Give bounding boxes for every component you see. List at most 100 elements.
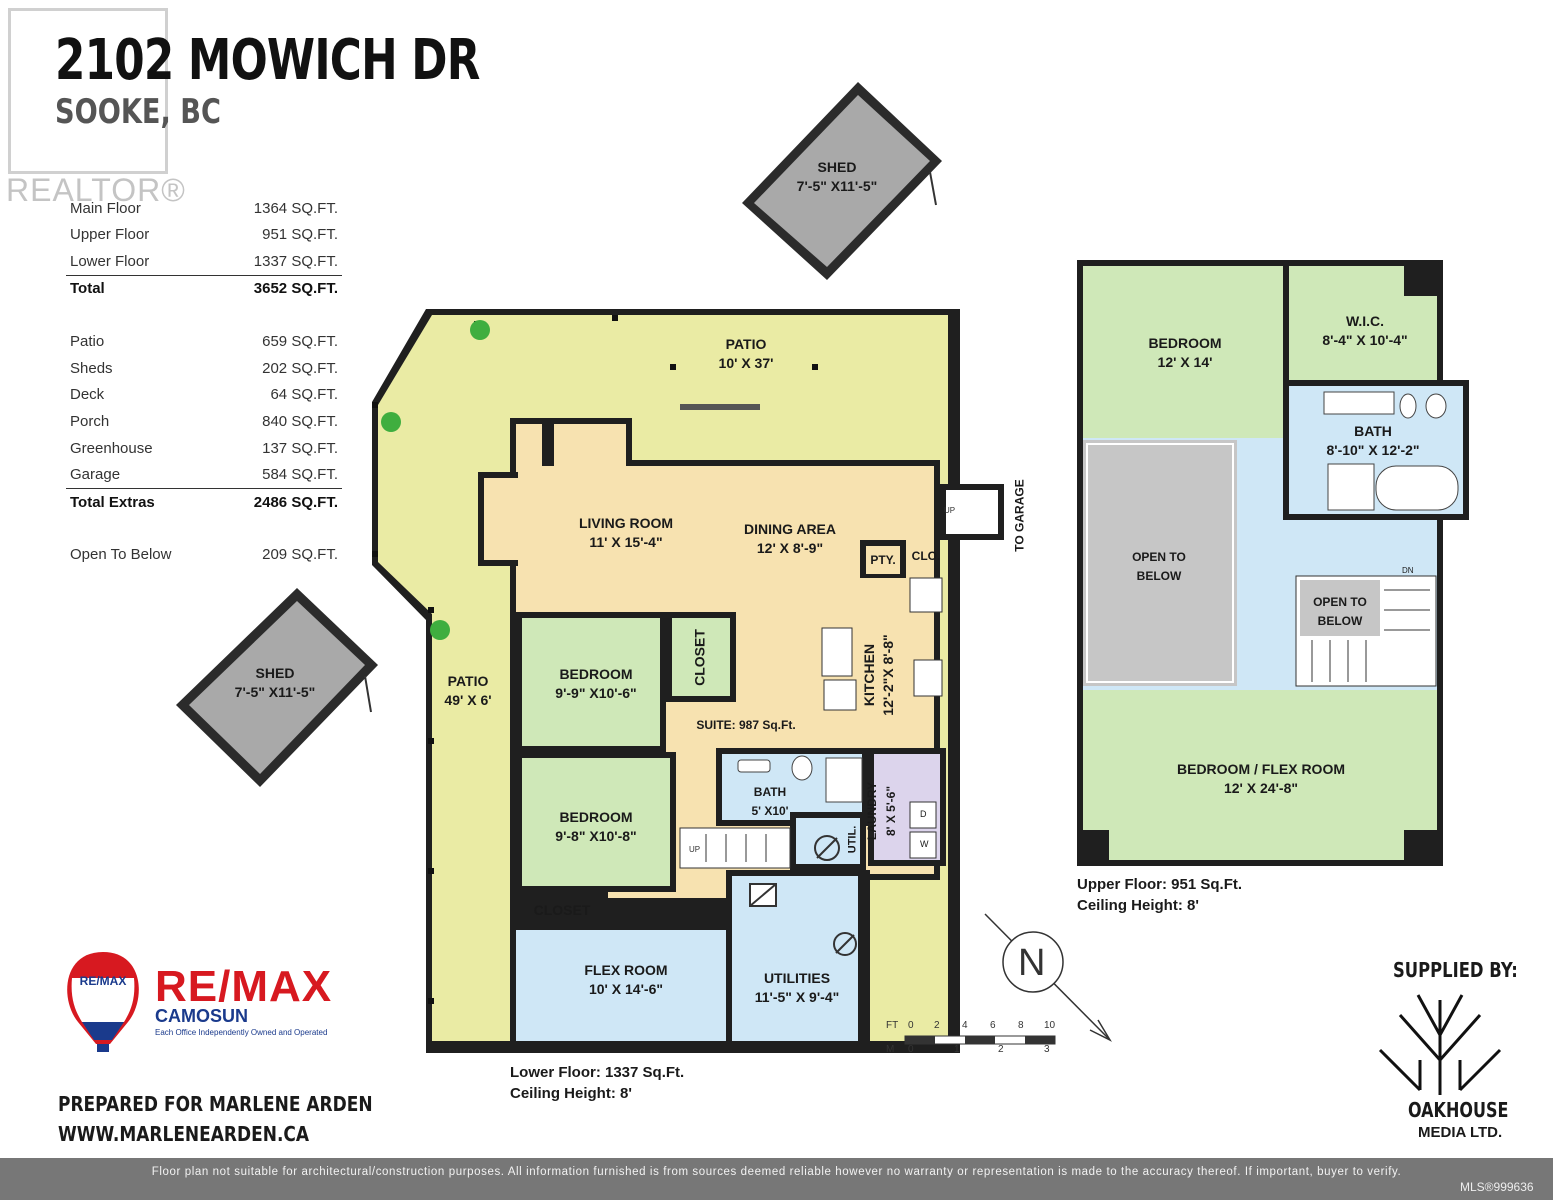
closet2-label: CLOSET [533, 902, 591, 918]
open-below-left-label: OPEN TO BELOW [1132, 550, 1186, 583]
pantry-label: PTY. [870, 553, 896, 567]
oakhouse-tree-logo [1378, 994, 1502, 1095]
area-total-extras-row: Total Extras 2486 SQ.FT. [70, 494, 338, 511]
area-label: Main Floor [70, 200, 141, 217]
area-label: Porch [70, 413, 110, 430]
washer-label: W [920, 839, 929, 849]
scale-ft-tick: 0 [908, 1020, 914, 1031]
upper-floor-walls [1077, 260, 1469, 866]
scale-m-tick: 3 [1044, 1044, 1050, 1055]
area-label: Patio [70, 333, 105, 350]
area-row: Lower Floor 1337 SQ.FT. [70, 253, 338, 270]
agent-website[interactable]: WWW.MARLENEARDEN.CA [58, 1122, 310, 1146]
lower-floor-caption: Lower Floor: 1337 Sq.Ft.Ceiling Height: … [510, 1064, 685, 1102]
scale-ft-tick: 10 [1044, 1020, 1056, 1031]
remax-tagline: Each Office Independently Owned and Oper… [155, 1028, 328, 1037]
scale-bar [904, 1035, 1056, 1045]
stair-up-label-2: UP [689, 845, 701, 854]
area-label: Total Extras [70, 494, 155, 511]
closet-label-clo: CLO. [911, 549, 941, 563]
scale-ft-label: FT [886, 1020, 899, 1031]
scale-m-tick: 2 [998, 1044, 1004, 1055]
upper-floor-caption: Upper Floor: 951 Sq.Ft.Ceiling Height: 8… [1077, 876, 1243, 914]
area-label: Total [70, 280, 105, 297]
open-below-right-label: OPEN TO BELOW [1313, 595, 1367, 628]
stair-up-label: UP [944, 506, 956, 515]
remax-name: RE/MAX [155, 962, 333, 1011]
remax-office: CAMOSUN [155, 1006, 248, 1026]
realtor-watermark: REALTOR® [6, 172, 186, 208]
scale-ft-tick: 6 [990, 1020, 996, 1031]
area-label: Lower Floor [70, 253, 150, 270]
dryer-label: D [920, 809, 927, 819]
area-label: Greenhouse [70, 440, 153, 457]
to-garage-label: TO GARAGE [1012, 479, 1027, 552]
area-row: Sheds 202 SQ.FT. [70, 360, 338, 377]
scale-m-tick: 0 [908, 1044, 914, 1055]
lower-floor-walls [478, 404, 1004, 1053]
disclaimer: Floor plan not suitable for architectura… [151, 1166, 1402, 1178]
remax-balloon-logo [67, 952, 139, 1052]
remax-balloon-text: RE/MAX [79, 974, 127, 988]
scale-ft-tick: 2 [934, 1020, 940, 1031]
footer-bar [0, 1158, 1553, 1200]
area-value: 1337 SQ.FT. [253, 253, 338, 270]
divider [66, 275, 342, 276]
area-label: Deck [70, 386, 105, 403]
closet1-label: CLOSET [691, 629, 708, 686]
oakhouse-media: MEDIA LTD. [1418, 1124, 1503, 1141]
area-value: 1364 SQ.FT. [253, 200, 338, 217]
area-row: Porch 840 SQ.FT. [70, 413, 338, 430]
area-total-row: Total 3652 SQ.FT. [70, 280, 338, 297]
scale-m-tick: 1 [954, 1044, 960, 1055]
divider [66, 488, 342, 489]
area-label: Upper Floor [70, 226, 150, 243]
area-value: 202 SQ.FT. [262, 360, 338, 377]
area-label: Garage [70, 466, 121, 483]
area-label: Open To Below [70, 546, 172, 563]
wic-label: W.I.C.8'-4" X 10'-4" [1322, 313, 1408, 348]
north-arrow [984, 913, 1112, 1042]
area-row: Upper Floor 951 SQ.FT. [70, 226, 338, 243]
area-value: 951 SQ.FT. [262, 226, 338, 243]
area-label: Sheds [70, 360, 113, 377]
scale-ft-tick: 8 [1018, 1020, 1024, 1031]
oakhouse-name: OAKHOUSE [1408, 1098, 1509, 1122]
supplied-by-label: SUPPLIED BY: [1393, 958, 1518, 982]
shed-top [742, 82, 942, 280]
area-value: 584 SQ.FT. [262, 466, 338, 483]
area-value: 64 SQ.FT. [270, 386, 338, 403]
area-row: Deck 64 SQ.FT. [70, 386, 338, 403]
prepared-for: PREPARED FOR MARLENE ARDEN [58, 1092, 373, 1116]
mls-number: MLS®999636 [1460, 1180, 1534, 1194]
area-value: 3652 SQ.FT. [253, 280, 338, 297]
area-row: Garage 584 SQ.FT. [70, 466, 338, 483]
area-row: Main Floor 1364 SQ.FT. [70, 200, 338, 217]
suite-label: SUITE: 987 Sq.Ft. [696, 718, 796, 732]
area-value: 209 SQ.FT. [262, 546, 338, 563]
area-value: 840 SQ.FT. [262, 413, 338, 430]
shed-left [176, 588, 378, 787]
area-value: 137 SQ.FT. [262, 440, 338, 457]
area-value: 2486 SQ.FT. [253, 494, 338, 511]
scale-m-label: M [886, 1044, 895, 1055]
scale-ft-tick: 4 [962, 1020, 968, 1031]
